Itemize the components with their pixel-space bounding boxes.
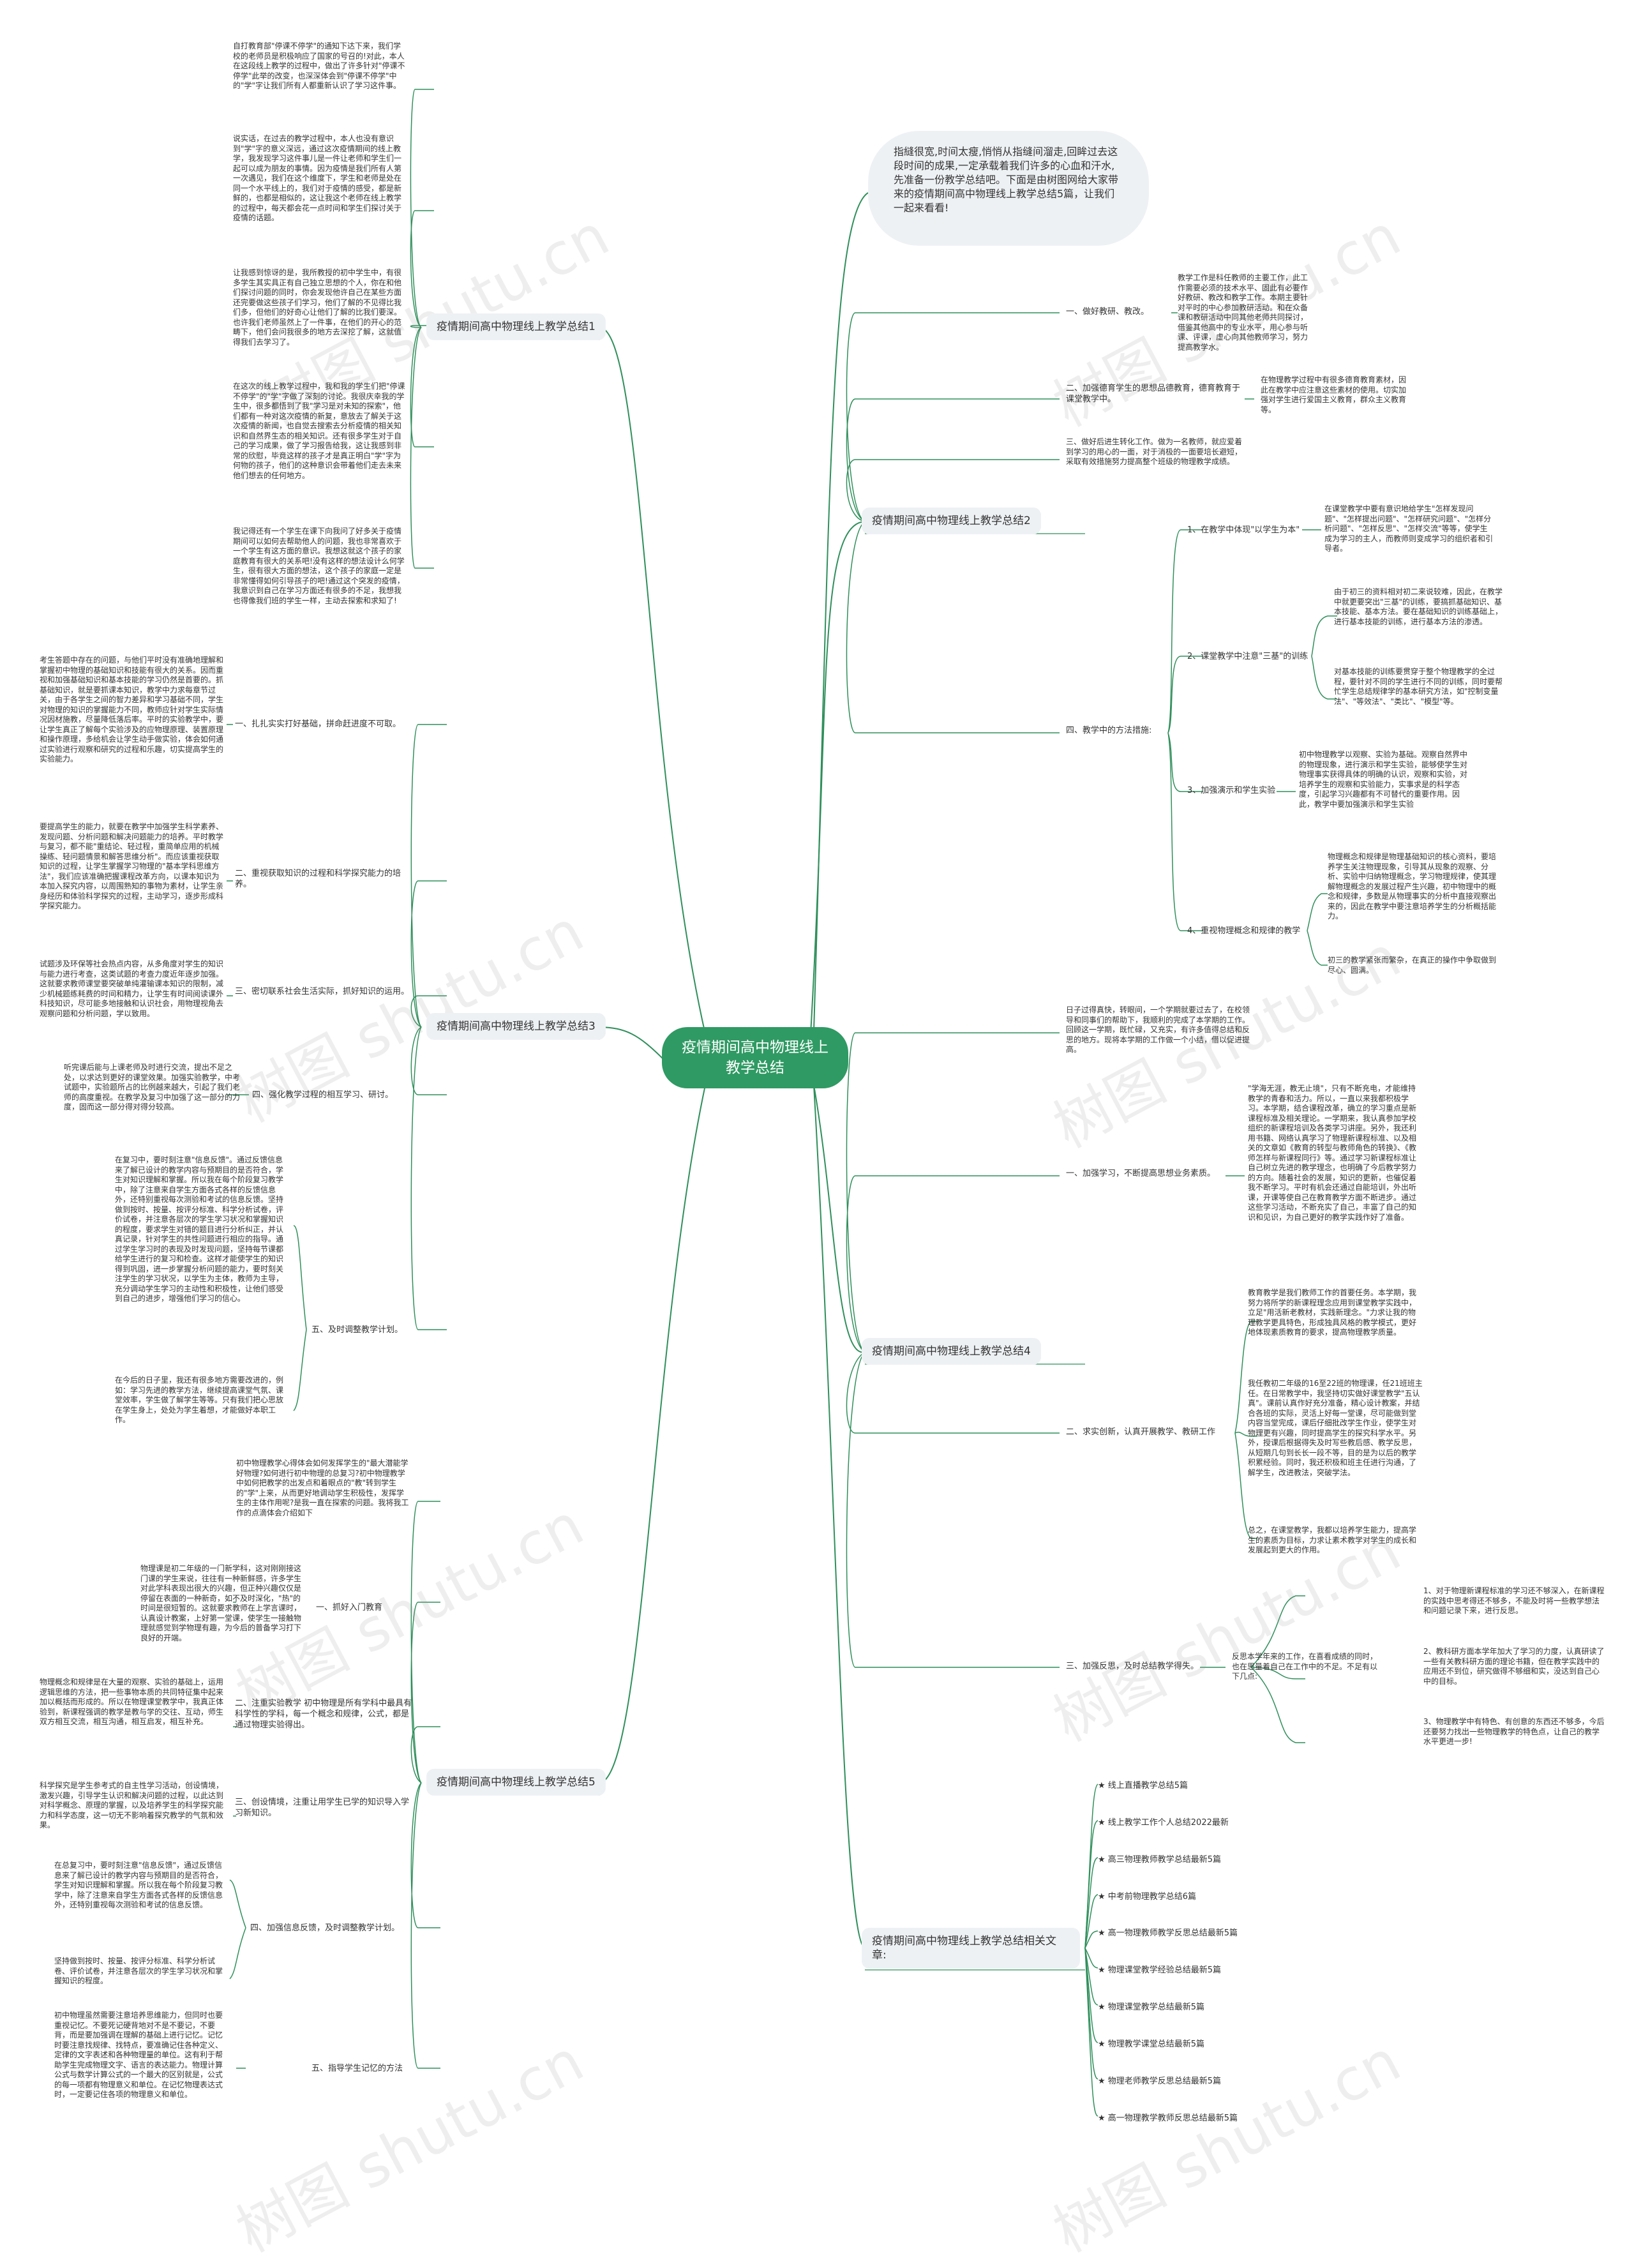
b5-item[interactable]: 三、创设情境，注重让用学生已学的知识导入学习新知识。 [235, 1798, 410, 1818]
b5-text: 初中物理教学心得体会如何发挥学生的"最大潜能学好物理?如何进行初中物理的总复习?… [236, 1459, 409, 1517]
related-link[interactable]: ★ 高一物理教学教师反思总结最新5篇 [1098, 2114, 1238, 2123]
related-link[interactable]: ★ 线上直播教学总结5篇 [1098, 1781, 1188, 1791]
b2-text: 在课堂教学中要有意识地给学生"怎样发现问题"、"怎样提出问题"、"怎样研究问题"… [1324, 504, 1494, 553]
b2-method[interactable]: 2、课堂教学中注意"三基"的训练 [1187, 652, 1308, 661]
b2-text: 对基本技能的训练要贯穿于整个物理教学的全过程，要针对不同的学生进行不同的训练，同… [1334, 667, 1503, 706]
related-link[interactable]: ★ 物理老师教学反思总结最新5篇 [1098, 2076, 1222, 2086]
related-link[interactable]: ★ 物理教学课堂总结最新5篇 [1098, 2039, 1205, 2049]
b3-text: 考生答题中存在的问题，与他们平时没有准确地理解和掌握初中物理的基础知识和技能有很… [40, 656, 224, 763]
b1-paragraph: 说实话，在过去的教学过程中，本人也没有意识到"学"字的意义深远，通过这次疫情期间… [233, 134, 402, 222]
b2-method[interactable]: 4、重视物理概念和规律的教学 [1187, 926, 1301, 936]
b5-item[interactable]: 一、抓好入门教育 [316, 1603, 383, 1612]
b3-text: 在今后的日子里，我还有很多地方需要改进的，例如：学习先进的教学方法，继续提高课堂… [115, 1376, 284, 1424]
related-link[interactable]: ★ 高一物理教师教学反思总结最新5篇 [1098, 1928, 1238, 1938]
b5-text: 物理课是初二年级的一门新学科，这对刚刚接这门课的学生来说，往往有一种新鲜感，许多… [140, 1564, 302, 1642]
branch-summary-2[interactable]: 疫情期间高中物理线上教学总结2 [862, 507, 1041, 534]
b4-item[interactable]: 三、加强反思，及时总结教学得失。 [1066, 1662, 1199, 1671]
link-b5 [599, 1085, 706, 1784]
link-b2 [810, 521, 866, 1035]
link-intro [813, 192, 869, 1032]
b3-text: 在复习中，要时刻注意"信息反馈"。通过反馈信息来了解已设计的教学内容与预期目的是… [115, 1155, 284, 1303]
b1-paragraph: 在这次的线上教学过程中，我和我的学生们把"停课不停学"的"学"字做了深刻的讨论。… [233, 382, 405, 480]
b5-text: 在总复习中，要时刻注意"信息反馈"，通过反馈信息来了解已设计的教学内容与预期目的… [54, 1861, 223, 1909]
b5-text: 科学探究是学生参考式的自主性学习活动，创设情境，激发兴趣，引导学生认识和解决问题… [40, 1781, 224, 1829]
b2-method[interactable]: 3、加强演示和学生实验 [1187, 786, 1276, 795]
b4-reflection: 3、物理教学中有特色、有创意的东西还不够多，今后还要努力找出一些物理教学的特色点… [1423, 1717, 1605, 1746]
b2-text: 由于初三的资料相对初二来说较难，因此，在教学中就更要突出"三基"的训练，要搞抓基… [1334, 587, 1503, 626]
related-link[interactable]: ★ 中考前物理教学总结6篇 [1098, 1892, 1197, 1902]
b2-text: 物理概念和规律是物理基础知识的核心资料，要培养学生关注物理现象，引导其从现象的观… [1328, 852, 1497, 920]
b1-paragraph: 自打教育部"停课不停学"的通知下达下来，我们学校的老师员是积极响应了国家的号召的… [233, 41, 405, 90]
branch-related-articles[interactable]: 疫情期间高中物理线上教学总结相关文章: [862, 1928, 1080, 1969]
b4-text: 日子过得真快，转眼间，一个学期就要过去了，在校领导和同事们的帮助下，我顺利的完成… [1066, 1005, 1250, 1054]
intro-note[interactable]: 指縫很宽,时间太瘦,悄悄从指缝间溜走,回眸过去这段时间的成果,一定承载着我们许多… [868, 131, 1149, 246]
b3-item[interactable]: 五、及时调整教学计划。 [311, 1325, 403, 1335]
b1-paragraph: 我记得还有一个学生在课下向我问了好多关于疫情期间可以如何去帮助他人的问题，我也非… [233, 527, 405, 605]
b4-item[interactable]: 二、求实创新，认真开展教学、教研工作 [1066, 1427, 1216, 1437]
root-topic[interactable]: 疫情期间高中物理线上教学总结 [662, 1027, 848, 1088]
b3-text: 试题涉及环保等社会热点内容，从多角度对学生的知识与能力进行考查，这类试题的考查力… [40, 959, 224, 1018]
b2-method[interactable]: 1、在教学中体现"以学生为本" [1187, 525, 1300, 535]
branch-summary-4[interactable]: 疫情期间高中物理线上教学总结4 [862, 1338, 1041, 1365]
b4-text: 教育教学是我们教师工作的首要任务。本学期，我努力将所学的新课程理念应用到课堂教学… [1248, 1288, 1417, 1337]
b2-text: 教学工作是科任教师的主要工作，此工作需要必须的技术水平、固此有必要作好教研、教改… [1178, 273, 1308, 352]
related-title: 疫情期间高中物理线上教学总结相关文章: [872, 1935, 1056, 1962]
related-link[interactable]: ★ 高三物理教师教学总结最新5篇 [1098, 1855, 1222, 1865]
b1-paragraph: 让我感到惊讶的是，我所教授的初中学生中，有很多学生其实具正有自己独立思想的个人，… [233, 268, 402, 347]
b4-reflection: 2、教科研方面本学年加大了学习的力度，认真研读了一些有关教科研方面的理论书籍，但… [1423, 1647, 1605, 1686]
b4-text: 反思本学年来的工作，在喜看成绩的同时，也在思量着自己在工作中的不足。不足有以下几… [1232, 1652, 1378, 1681]
b5-item[interactable]: 二、注重实验教学 初中物理是所有学科中最具有科学性的学科，每一个概念和规律，公式… [235, 1699, 412, 1730]
b4-text: "学海无涯，教无止境"，只有不断充电，才能维持教学的青春和活力。所以，一直以来我… [1248, 1084, 1417, 1222]
link-b4 [813, 1085, 866, 1353]
branch-summary-3[interactable]: 疫情期间高中物理线上教学总结3 [426, 1013, 606, 1040]
b3-text: 听完课后能与上课老师及时进行交流，提出不足之处，以求达到更好的课堂效果。加强实验… [64, 1063, 241, 1111]
b2-item[interactable]: 二、加强德育学生的思想品德教育，德育教育于课堂教学中。 [1066, 384, 1241, 404]
b2-text: 在物理教学过程中有很多德育教育素材，因此在教学中应注意这些素材的使用。切实加强对… [1261, 375, 1407, 414]
b4-reflection: 1、对于物理新课程标准的学习还不够深入，在新课程的实践中思考得还不够多，不能及时… [1423, 1586, 1605, 1615]
b4-text: 我任教初二年级的16至22班的物理课，任21班班主任。在日常教学中，我坚持切实做… [1248, 1379, 1423, 1477]
b3-text: 要提高学生的能力，就要在教学中加强学生科学素养、发现问题、分析问题和解决问题能力… [40, 822, 224, 910]
b4-item[interactable]: 一、加强学习，不断提高思想业务素质。 [1066, 1169, 1216, 1178]
b5-item[interactable]: 五、指导学生记忆的方法 [311, 2064, 403, 2073]
branch-summary-5[interactable]: 疫情期间高中物理线上教学总结5 [426, 1769, 606, 1796]
b5-text: 物理概念和规律是在大量的观察、实验的基础上，运用逻辑思维的方法，把一些事物本质的… [40, 1678, 224, 1726]
b3-item[interactable]: 一、扎扎实实打好基础，拼命赶进度不可取。 [235, 719, 401, 729]
b5-item[interactable]: 四、加强信息反馈，及时调整教学计划。 [250, 1923, 400, 1933]
related-link[interactable]: ★ 物理课堂教学总结最新5篇 [1098, 2002, 1205, 2012]
related-link[interactable]: ★ 物理课堂教学经验总结最新5篇 [1098, 1965, 1222, 1975]
link-b6 [813, 1085, 866, 1949]
b2-item[interactable]: 一、做好教研、教改。 [1066, 307, 1150, 317]
b3-item[interactable]: 二、重视获取知识的过程和科学探究能力的培养。 [235, 869, 401, 889]
b5-text: 坚持做到按时、按量、按评分标准、科学分析试卷、评价试卷，并注意各层次的学生学习状… [54, 1956, 223, 1985]
b2-text: 初三的教学紧张而繁杂，在真正的操作中争取做到尽心、圆满。 [1328, 956, 1497, 975]
b3-item[interactable]: 四、强化教学过程的相互学习、研讨。 [252, 1090, 394, 1100]
b2-item[interactable]: 四、教学中的方法措施: [1066, 726, 1152, 735]
link-b1 [599, 327, 706, 1035]
link-b3 [599, 1026, 664, 1060]
b4-text: 总之，在课堂教学，我都以培养学生能力，提高学生的素质为目标，力求让素术教学对学生… [1248, 1526, 1417, 1554]
b2-text: 初中物理教学以观察、实验为基础。观察自然界中的物理现象，进行演示和学生实验，能够… [1299, 750, 1468, 809]
b5-text: 初中物理虽然需要注意培养思维能力，但同时也要重视记忆。不要死记硬背地对不是不要记… [54, 2011, 223, 2099]
related-link[interactable]: ★ 线上教学工作个人总结2022最新 [1098, 1818, 1229, 1828]
root-title: 疫情期间高中物理线上教学总结 [682, 1039, 828, 1076]
b2-item[interactable]: 三、做好后进生转化工作。做为一名教师，就应爱着到学习的用心的一面，对于消极的一面… [1066, 437, 1243, 466]
b3-item[interactable]: 三、密切联系社会生活实际，抓好知识的运用。 [235, 987, 410, 996]
branch-summary-1[interactable]: 疫情期间高中物理线上教学总结1 [426, 313, 606, 340]
